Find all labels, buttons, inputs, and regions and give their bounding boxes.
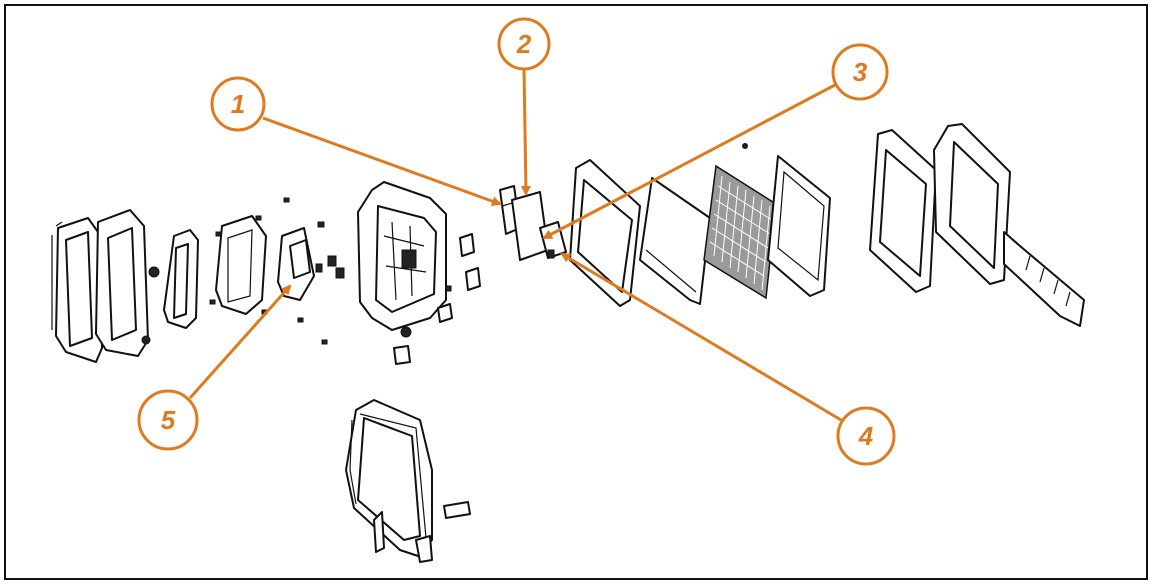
- tray-component: [215, 215, 267, 315]
- callout-1: 1: [210, 76, 266, 132]
- callout-leader-5: [188, 284, 292, 399]
- callout-label-5: 5: [161, 405, 176, 435]
- grid-panel: [703, 164, 777, 300]
- component-board-5: [277, 227, 315, 301]
- fastener-icon: [141, 335, 151, 345]
- callout-label-1: 1: [231, 89, 245, 119]
- callout-leader-4: [560, 252, 842, 422]
- connector-plug: [443, 501, 471, 519]
- callout-label-2: 2: [516, 29, 532, 59]
- coil-loop: [345, 399, 471, 563]
- filter-panel: [639, 177, 711, 305]
- large-frame-panel: [569, 159, 641, 307]
- callout-2: 2: [497, 17, 551, 71]
- main-housing: [357, 181, 481, 365]
- callout-4: 4: [836, 406, 896, 466]
- fastener-icon: [148, 266, 160, 278]
- callout-3: 3: [831, 43, 889, 101]
- second-mounting-frame: [95, 209, 160, 357]
- small-bezel: [163, 229, 199, 329]
- callout-leader-3: [542, 83, 836, 240]
- right-front-frame: [933, 123, 1011, 285]
- callout-leader-1: [262, 116, 502, 206]
- left-mounting-frame: [51, 217, 103, 363]
- component-part-2: [511, 191, 549, 261]
- cable-gland: [393, 345, 411, 365]
- callout-leader-2: [520, 67, 531, 196]
- tray-panel: [767, 155, 831, 297]
- callout-label-3: 3: [853, 57, 868, 87]
- callout-5: 5: [137, 389, 199, 451]
- right-outer-frame: [869, 129, 937, 293]
- cable-assembly: [1003, 231, 1085, 327]
- callout-lines: [188, 67, 842, 422]
- callout-label-4: 4: [858, 421, 874, 451]
